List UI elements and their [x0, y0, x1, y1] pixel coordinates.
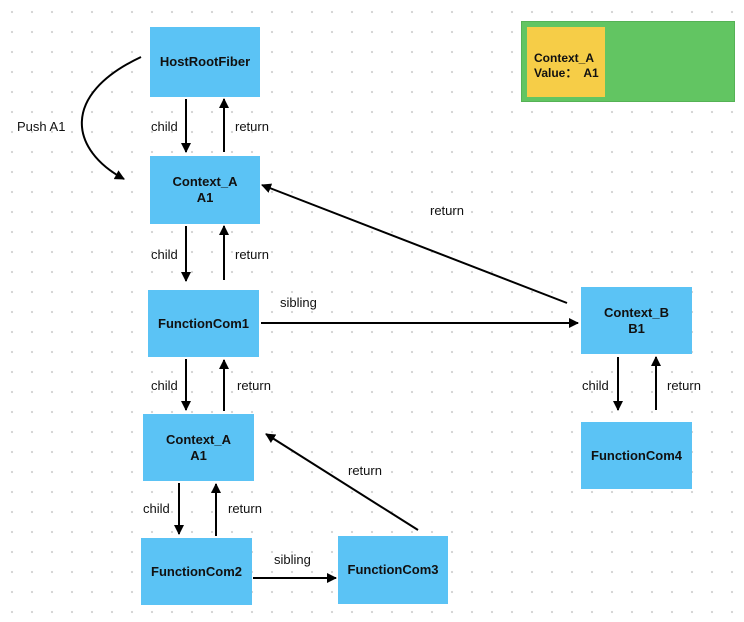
label-fc3-return: return — [348, 463, 382, 478]
node-function-com3: FunctionCom3 — [338, 536, 448, 604]
label-ctxb-child: child — [582, 378, 609, 393]
node-label: FunctionCom4 — [591, 447, 682, 463]
legend-value-label: Value： — [534, 66, 578, 80]
node-label: FunctionCom2 — [151, 563, 242, 579]
label-ctxa-return: return — [235, 247, 269, 262]
label-fc1-return: return — [237, 378, 271, 393]
legend-value-row: Value： A1 — [534, 66, 605, 81]
edge-fc3-to-context-a2-return — [265, 433, 419, 531]
legend-context-box: Context_A Value： A1 — [527, 27, 605, 97]
label-push-a1: Push A1 — [17, 119, 66, 134]
node-value: A1 — [196, 190, 214, 205]
node-function-com2: FunctionCom2 — [141, 538, 252, 605]
label-ctxb-return: return — [430, 203, 464, 218]
node-label: Context_A — [165, 431, 231, 447]
node-label: FunctionCom1 — [158, 315, 249, 331]
label-host-return: return — [235, 119, 269, 134]
label-host-child: child — [151, 119, 178, 134]
node-context-b: Context_B B1 — [581, 287, 692, 354]
legend-value: A1 — [583, 66, 599, 80]
edge-push-a1 — [80, 56, 142, 180]
edge-context-b-to-context-a-return — [261, 183, 568, 304]
label-fc2-sibling: sibling — [274, 552, 311, 567]
node-value: A1 — [190, 447, 207, 463]
node-label: HostRootFiber — [159, 54, 251, 69]
label-fc1-sibling: sibling — [280, 295, 317, 310]
node-context-a-top: Context_A A1 — [150, 156, 260, 224]
label-ctxa2-child: child — [143, 501, 170, 516]
legend-panel: Context_A Value： A1 — [521, 21, 735, 102]
node-label: Context_B — [603, 304, 669, 320]
node-function-com1: FunctionCom1 — [148, 290, 259, 357]
node-function-com4: FunctionCom4 — [581, 422, 692, 489]
label-fc1-child: child — [151, 378, 178, 393]
node-label: Context_A — [172, 174, 238, 189]
node-label: FunctionCom3 — [347, 562, 439, 577]
node-value: B1 — [628, 320, 645, 336]
label-ctxa2-return: return — [228, 501, 262, 516]
legend-context-name: Context_A — [534, 51, 595, 65]
label-ctxa-child: child — [151, 247, 178, 262]
node-context-a-bottom: Context_A A1 — [143, 414, 254, 481]
node-host-root-fiber: HostRootFiber — [150, 27, 260, 97]
label-fc4-return: return — [667, 378, 701, 393]
